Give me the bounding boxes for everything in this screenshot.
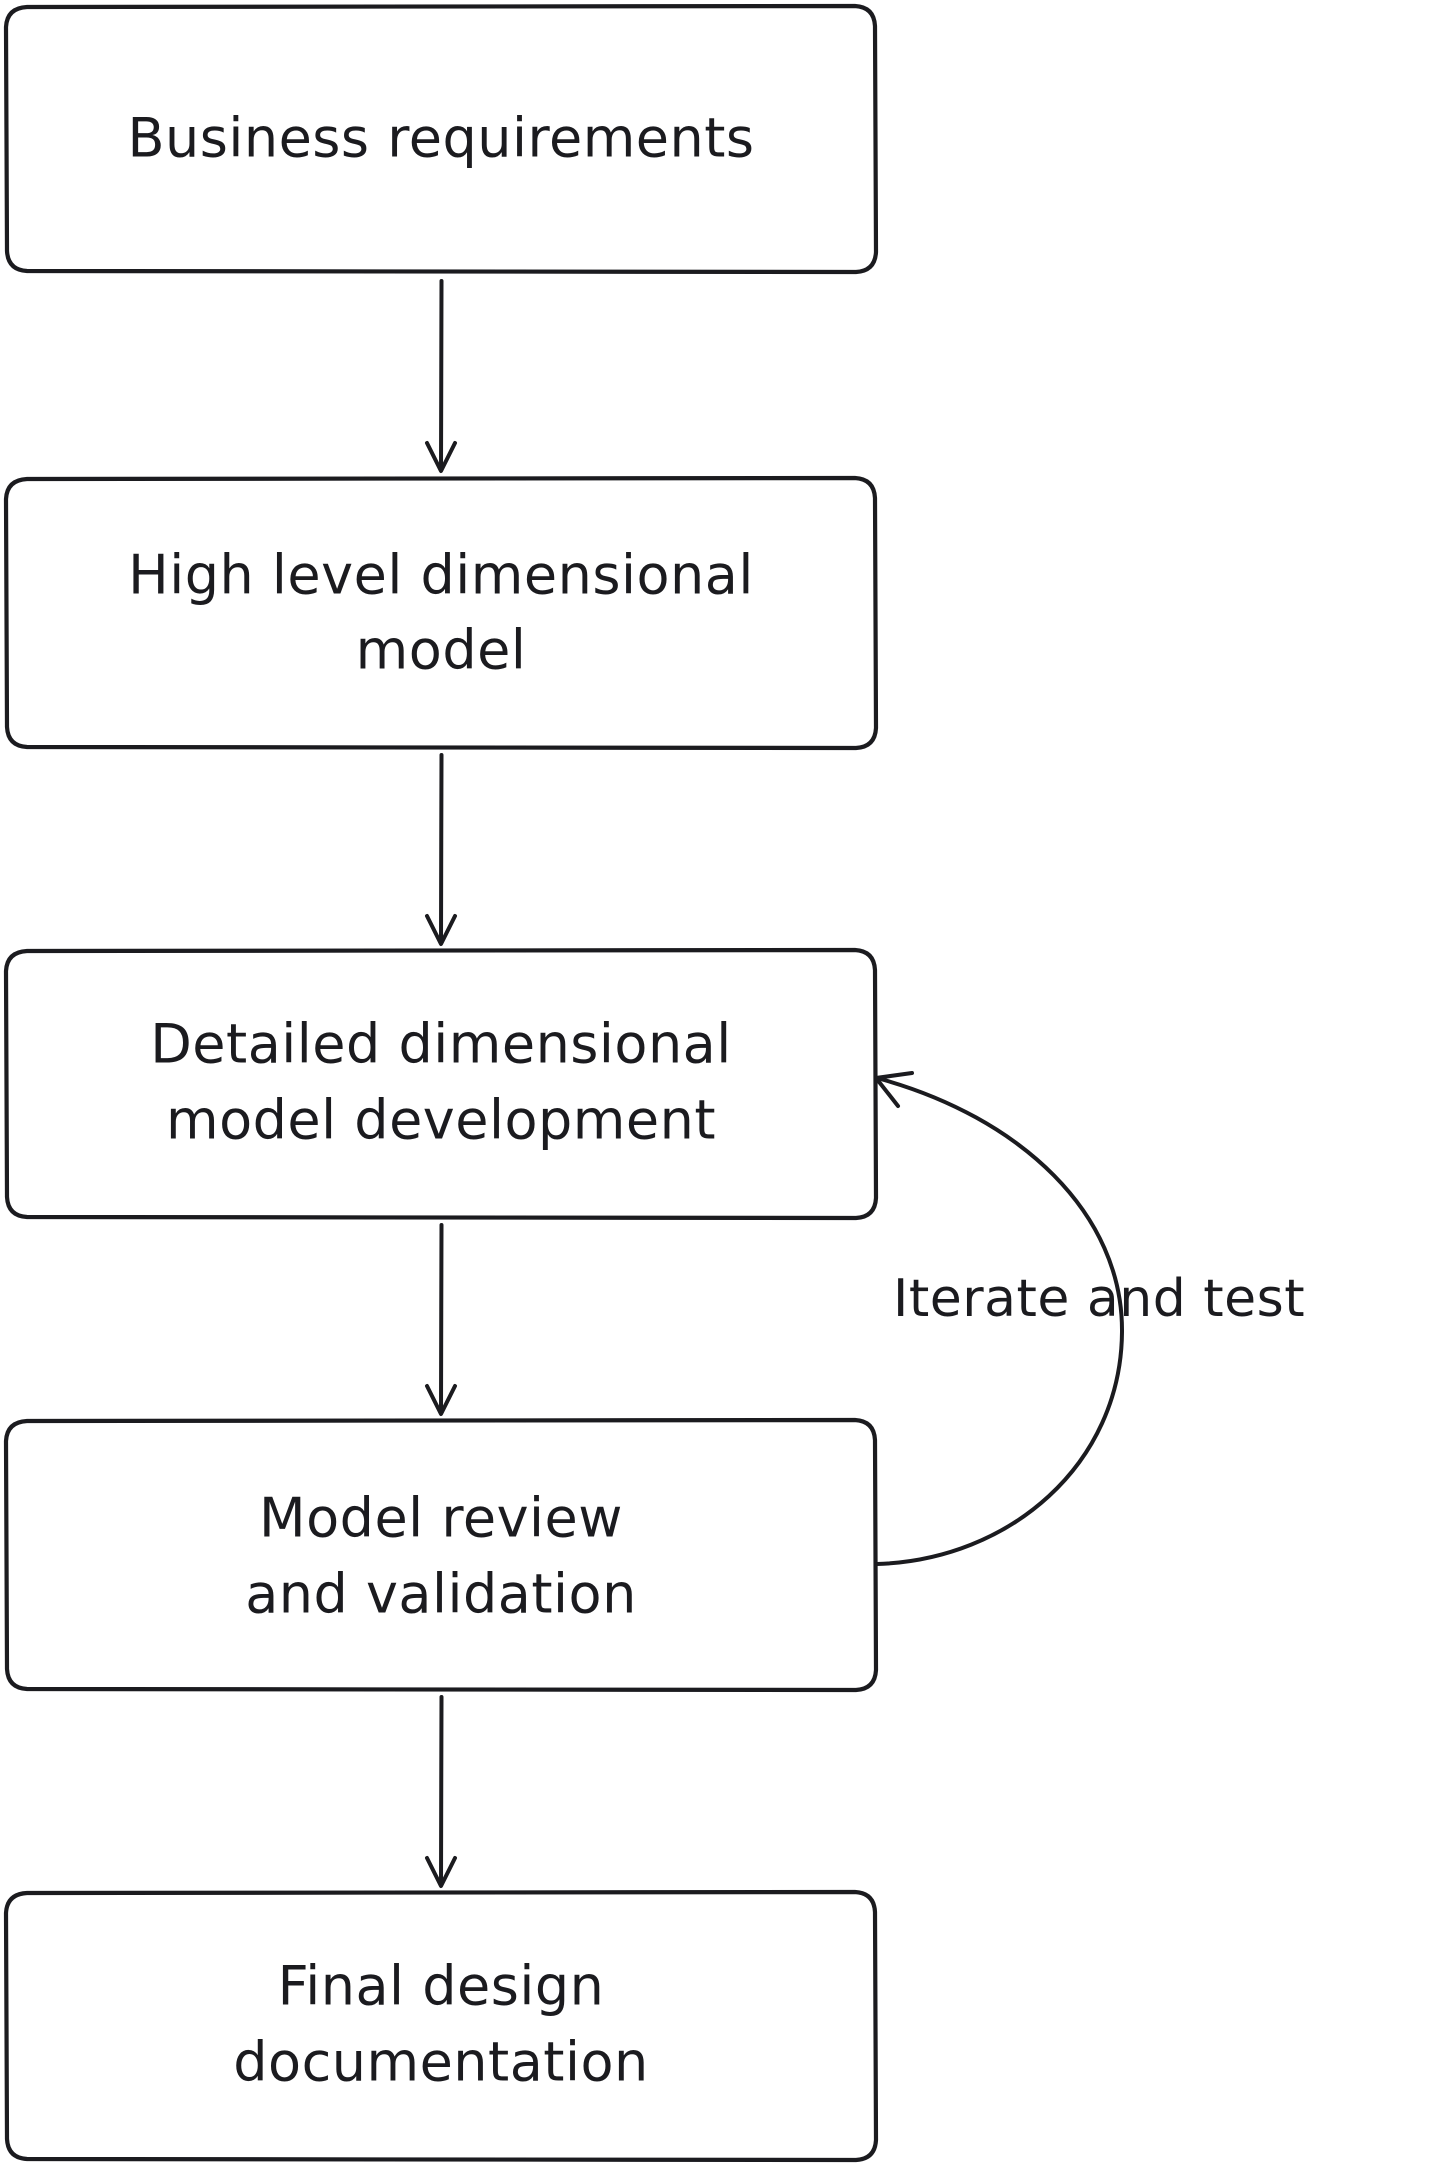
node-high-level-dimensional-model[interactable]: High level dimensional model	[3, 475, 879, 751]
node-business-requirements[interactable]: Business requirements	[3, 3, 879, 275]
edge-path	[439, 279, 444, 472]
node-shape	[3, 1889, 879, 2163]
edge-path	[875, 1076, 1125, 1566]
edge-label-iterate-and-test: Iterate and test	[893, 1269, 1305, 1329]
node-shape	[3, 3, 879, 275]
node-shape	[3, 947, 879, 1221]
arrowhead-icon	[425, 441, 457, 473]
arrowhead-icon	[425, 1384, 457, 1416]
edge-detailed-to-review	[425, 1223, 457, 1416]
node-label-line-2: documentation	[233, 2031, 648, 2094]
node-label-line-1: Final design	[278, 1955, 605, 2018]
node-label-line-1: Model review	[259, 1487, 623, 1550]
node-label-line-1: High level dimensional	[128, 544, 754, 607]
node-label-line-1: Business requirements	[127, 107, 754, 170]
node-label-line-2: and validation	[245, 1563, 637, 1626]
edge-path	[439, 1223, 444, 1415]
node-label-line-1: Detailed dimensional	[150, 1013, 732, 1076]
node-detailed-dimensional-model-development[interactable]: Detailed dimensional model development	[3, 947, 879, 1221]
arrowhead-icon	[425, 914, 457, 946]
edge-path	[439, 753, 444, 945]
node-shape	[3, 1417, 879, 1693]
edge-review-to-final	[425, 1695, 457, 1888]
node-label-line-2: model development	[166, 1089, 716, 1152]
arrowhead-icon	[874, 1071, 914, 1108]
node-model-review-and-validation[interactable]: Model review and validation	[3, 1417, 879, 1693]
edge-review-to-detailed-feedback	[874, 1071, 1125, 1566]
node-final-design-documentation[interactable]: Final design documentation	[3, 1889, 879, 2163]
edge-requirements-to-highlevel	[425, 279, 457, 473]
edge-highlevel-to-detailed	[425, 753, 457, 946]
edge-path	[439, 1695, 444, 1887]
node-label-line-2: model	[356, 619, 527, 682]
node-shape	[3, 475, 879, 751]
arrowhead-icon	[425, 1856, 457, 1888]
